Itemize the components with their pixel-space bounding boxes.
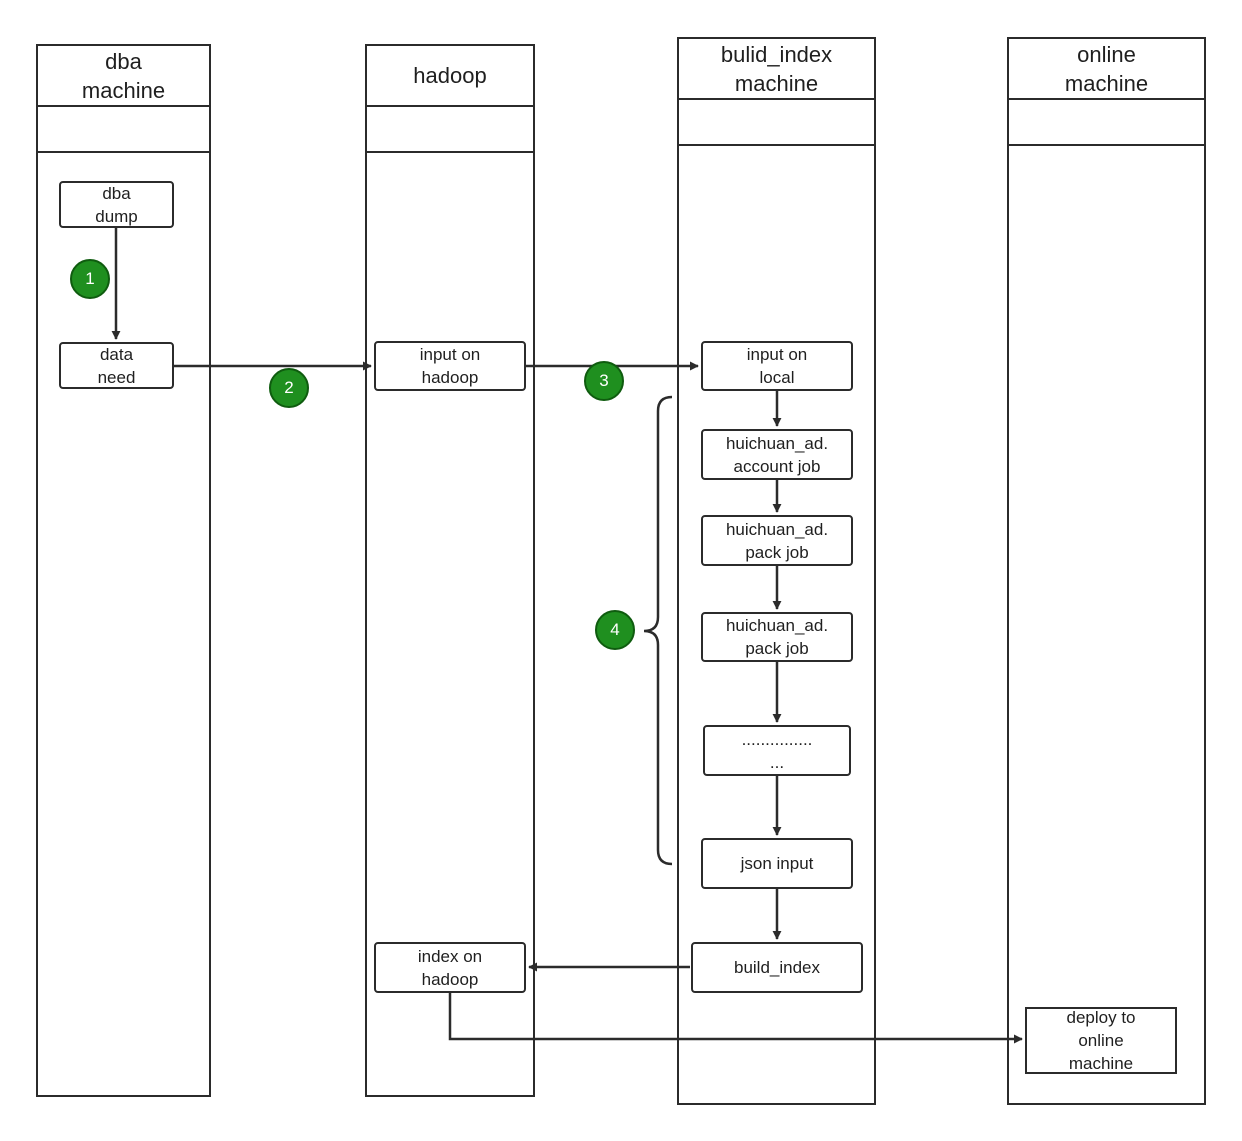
lane-title-dba-machine: dba machine (38, 46, 209, 107)
node-build-index: build_index (691, 942, 863, 993)
lane-title-online-machine: online machine (1009, 39, 1204, 100)
lane-subheader (1009, 100, 1204, 146)
node-pack-job-1: huichuan_ad. pack job (701, 515, 853, 566)
node-input-on-hadoop: input on hadoop (374, 341, 526, 391)
lane-online-machine: online machine (1007, 37, 1206, 1105)
step-badge-4: 4 (595, 610, 635, 650)
lane-title-build-index-machine: bulid_index machine (679, 39, 874, 100)
lane-subheader (679, 100, 874, 146)
edge-index-to-deploy (448, 993, 1023, 1044)
node-deploy-to-online-machine: deploy to online machine (1025, 1007, 1177, 1074)
node-json-input: json input (701, 838, 853, 889)
node-data-need: data need (59, 342, 174, 389)
node-input-on-local: input on local (701, 341, 853, 391)
lane-hadoop: hadoop (365, 44, 535, 1097)
lane-subheader (367, 107, 533, 153)
step-4-brace (643, 395, 673, 866)
node-ellipsis: ............... ... (703, 725, 851, 776)
lane-subheader (38, 107, 209, 153)
node-index-on-hadoop: index on hadoop (374, 942, 526, 993)
node-account-job: huichuan_ad. account job (701, 429, 853, 480)
lane-title-hadoop: hadoop (367, 46, 533, 107)
step-badge-1: 1 (70, 259, 110, 299)
step-badge-2: 2 (269, 368, 309, 408)
node-pack-job-2: huichuan_ad. pack job (701, 612, 853, 662)
node-dba-dump: dba dump (59, 181, 174, 228)
step-badge-3: 3 (584, 361, 624, 401)
